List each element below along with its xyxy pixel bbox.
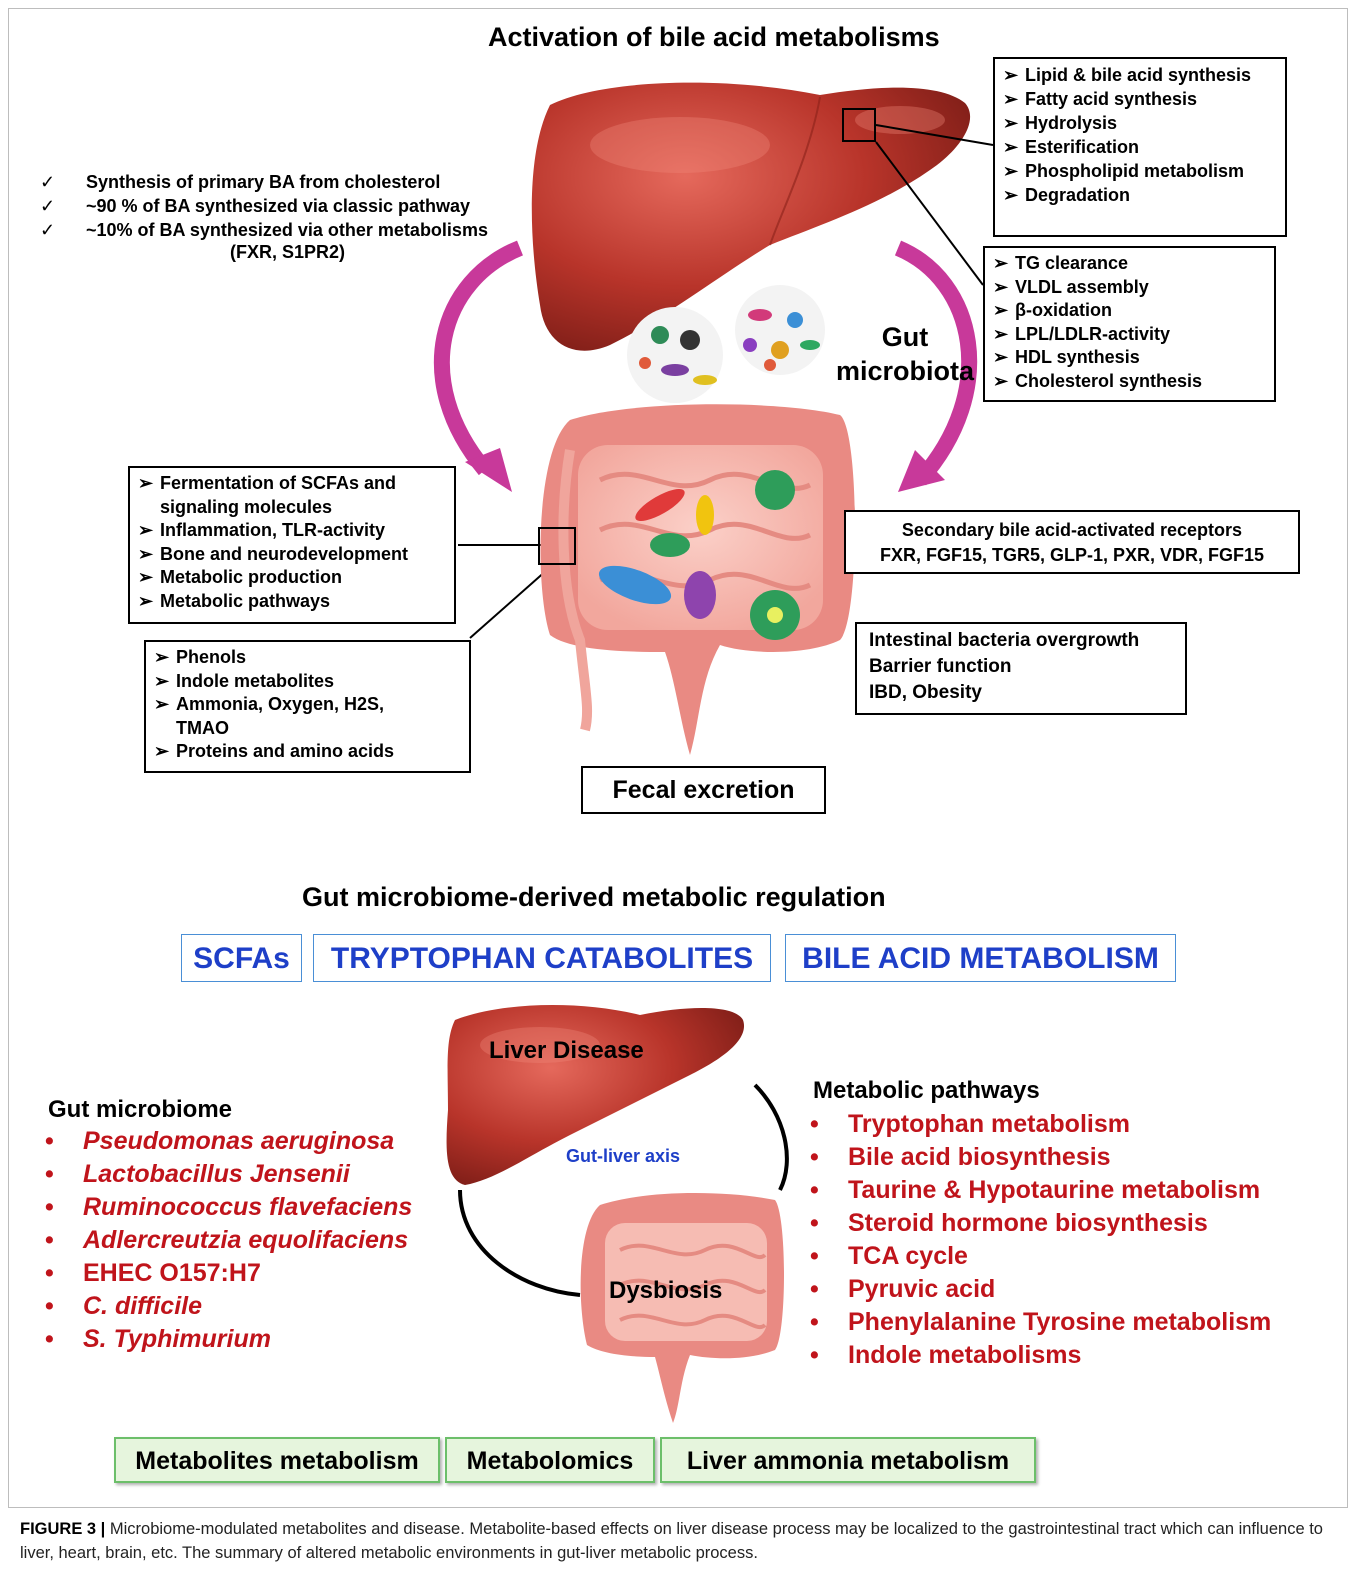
bile-acid-notes: ✓Synthesis of primary BA from cholestero…: [40, 170, 488, 242]
pathway-item: •Taurine & Hypotaurine metabolism: [810, 1174, 1271, 1207]
bacteria-effects-box: Intestinal bacteria overgrowth Barrier f…: [855, 622, 1187, 715]
microbiome-heading: Gut microbiome: [48, 1096, 232, 1124]
liver-disease-label: Liver Disease: [489, 1037, 644, 1065]
gut-metabolite-item: ➢Indole metabolites: [154, 670, 461, 694]
caption-text: Microbiome-modulated metabolites and dis…: [20, 1520, 1323, 1562]
pathway-item: •Pyruvic acid: [810, 1273, 1271, 1306]
liver-function-item: ➢Phospholipid metabolism: [1003, 159, 1277, 183]
lipid-item: ➢Cholesterol synthesis: [993, 370, 1266, 394]
category-scfas: SCFAs: [181, 934, 302, 982]
pathway-item: •Bile acid biosynthesis: [810, 1141, 1271, 1174]
effect-item: Intestinal bacteria overgrowth: [869, 628, 1173, 654]
gut-microbiota-label: Gut microbiota: [820, 320, 990, 388]
gut-metabolites-box: ➢Phenols ➢Indole metabolites ➢Ammonia, O…: [144, 640, 471, 773]
gut-function-item: ➢Metabolic pathways: [138, 590, 446, 614]
pathway-item: •Tryptophan metabolism: [810, 1108, 1271, 1141]
pathway-item: •TCA cycle: [810, 1240, 1271, 1273]
note-receptors: (FXR, S1PR2): [230, 242, 345, 263]
microbiome-item: •C. difficile: [45, 1290, 412, 1323]
bottom-title: Gut microbiome-derived metabolic regulat…: [302, 882, 886, 913]
lipid-item: ➢HDL synthesis: [993, 346, 1266, 370]
pathway-item: •Steroid hormone biosynthesis: [810, 1207, 1271, 1240]
footer-metabolites-metabolism: Metabolites metabolism: [114, 1437, 440, 1483]
small-intestine-illustration: [575, 1185, 790, 1425]
note-item: ✓~10% of BA synthesized via other metabo…: [40, 218, 488, 242]
liver-function-item: ➢Lipid & bile acid synthesis: [1003, 63, 1277, 87]
category-bile-acid: BILE ACID METABOLISM: [785, 934, 1176, 982]
liver-function-item: ➢Esterification: [1003, 135, 1277, 159]
gut-function-box: ➢Fermentation of SCFAs and signaling mol…: [128, 466, 456, 624]
intestine-zoom-marker: [538, 527, 576, 565]
category-tryptophan: TRYPTOPHAN CATABOLITES: [313, 934, 771, 982]
microbiome-item: •Adlercreutzia equolifaciens: [45, 1224, 412, 1257]
gut-function-item: ➢Bone and neurodevelopment: [138, 543, 446, 567]
lipid-metabolism-box: ➢TG clearance ➢VLDL assembly ➢β-oxidatio…: [983, 246, 1276, 402]
pathways-list: •Tryptophan metabolism •Bile acid biosyn…: [810, 1108, 1271, 1372]
caption-label: FIGURE 3 |: [20, 1520, 105, 1538]
note-item: ✓~90 % of BA synthesized via classic pat…: [40, 194, 488, 218]
liver-function-item: ➢Hydrolysis: [1003, 111, 1277, 135]
microbiome-item: •S. Typhimurium: [45, 1323, 412, 1356]
gut-metabolite-item: ➢Ammonia, Oxygen, H2S, TMAO: [154, 693, 416, 740]
microbiome-list: •Pseudomonas aeruginosa •Lactobacillus J…: [45, 1125, 412, 1356]
fecal-excretion-box: Fecal excretion: [581, 766, 826, 814]
lipid-item: ➢TG clearance: [993, 252, 1266, 276]
figure-caption: FIGURE 3 | Microbiome-modulated metaboli…: [20, 1517, 1340, 1565]
pathways-heading: Metabolic pathways: [813, 1077, 1040, 1105]
effect-item: Barrier function: [869, 654, 1173, 680]
microbiome-item: •Ruminococcus flavefaciens: [45, 1191, 412, 1224]
microbiome-item: •EHEC O157:H7: [45, 1257, 412, 1290]
gut-function-item: ➢Metabolic production: [138, 566, 446, 590]
gut-metabolite-item: ➢Proteins and amino acids: [154, 740, 461, 764]
intestine-illustration: [530, 390, 870, 760]
dysbiosis-label: Dysbiosis: [609, 1277, 722, 1305]
footer-liver-ammonia: Liver ammonia metabolism: [660, 1437, 1036, 1483]
pathway-item: •Indole metabolisms: [810, 1339, 1271, 1372]
gut-function-item: ➢Fermentation of SCFAs and signaling mol…: [138, 472, 446, 519]
lipid-item: ➢LPL/LDLR-activity: [993, 323, 1266, 347]
receptors-list: FXR, FGF15, TGR5, GLP-1, PXR, VDR, FGF15: [852, 543, 1292, 568]
receptors-title: Secondary bile acid-activated receptors: [852, 518, 1292, 543]
gut-metabolite-item: ➢Phenols: [154, 646, 461, 670]
gut-function-item: ➢Inflammation, TLR-activity: [138, 519, 446, 543]
microbiome-item: •Lactobacillus Jensenii: [45, 1158, 412, 1191]
liver-function-item: ➢Degradation: [1003, 183, 1277, 207]
receptors-box: Secondary bile acid-activated receptors …: [844, 510, 1300, 574]
liver-function-box: ➢Lipid & bile acid synthesis ➢Fatty acid…: [993, 57, 1287, 237]
lipid-item: ➢VLDL assembly: [993, 276, 1266, 300]
lipid-item: ➢β-oxidation: [993, 299, 1266, 323]
microbiome-item: •Pseudomonas aeruginosa: [45, 1125, 412, 1158]
footer-metabolomics: Metabolomics: [445, 1437, 655, 1483]
liver-function-item: ➢Fatty acid synthesis: [1003, 87, 1277, 111]
pathway-item: •Phenylalanine Tyrosine metabolism: [810, 1306, 1271, 1339]
effect-item: IBD, Obesity: [869, 680, 1173, 706]
note-item: ✓Synthesis of primary BA from cholestero…: [40, 170, 488, 194]
